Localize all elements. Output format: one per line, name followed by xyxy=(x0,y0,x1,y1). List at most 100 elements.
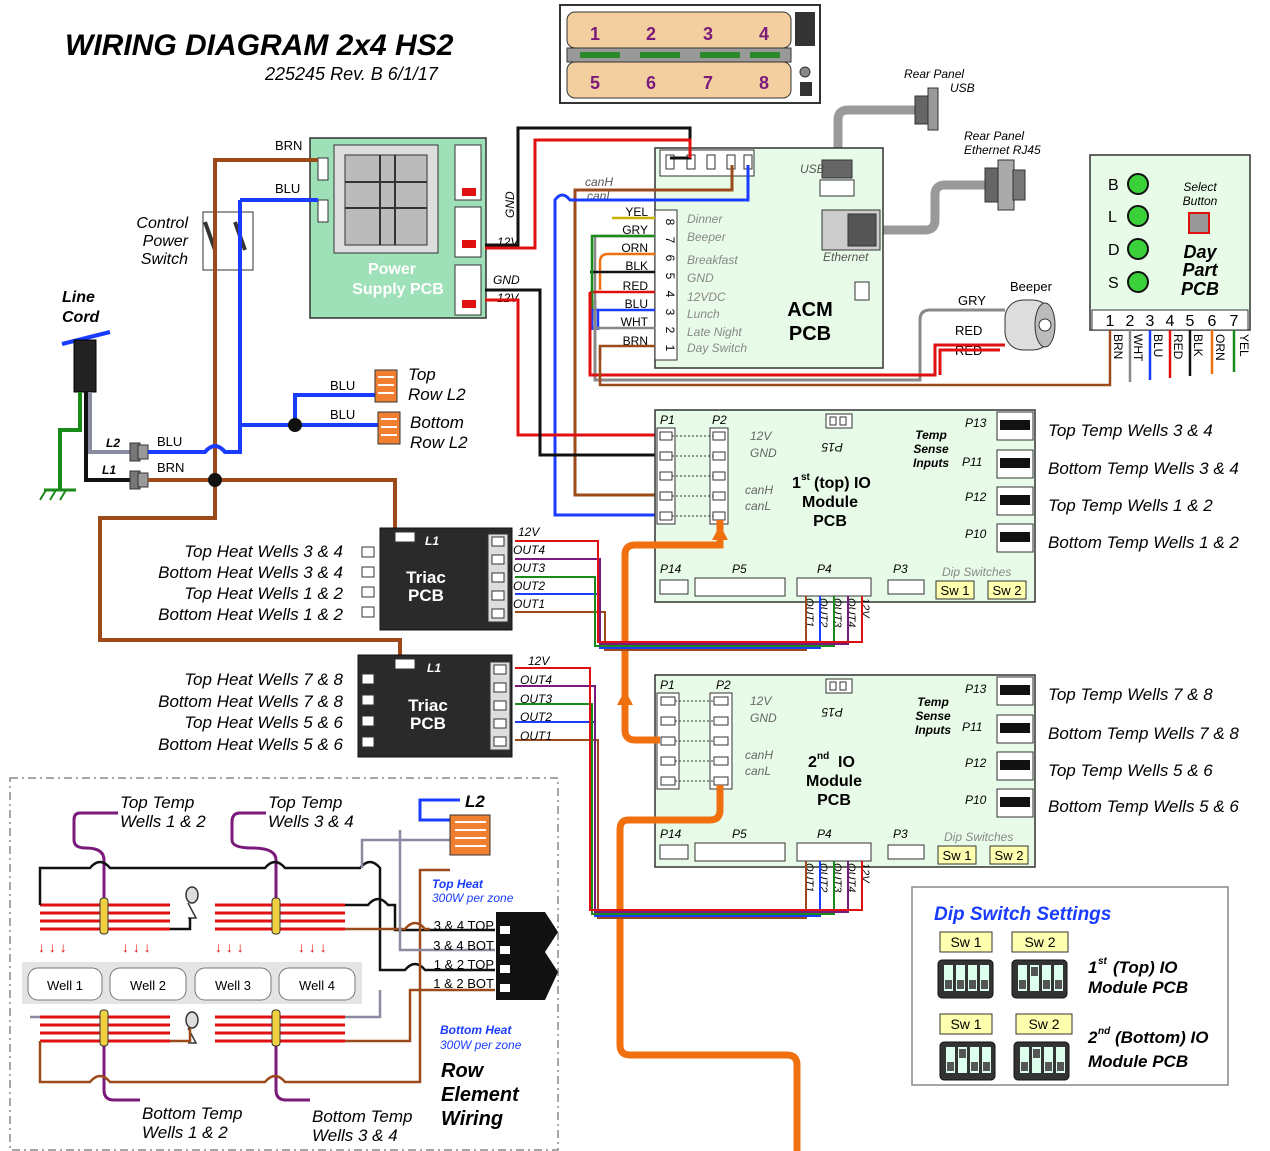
row-bottom-temp-34-2: Wells 3 & 4 xyxy=(312,1126,398,1145)
io2-p14: P14 xyxy=(660,827,682,841)
rear-usb-label-1: Rear Panel xyxy=(904,67,964,81)
acm-func-gnd: GND xyxy=(687,271,714,285)
control-switch-label-3: Switch xyxy=(141,251,188,268)
triac2-out-12v: 12V xyxy=(528,654,550,668)
io2-dip-sw2 xyxy=(989,845,1029,865)
io2-p10: P10 xyxy=(965,793,987,807)
triac1-out-12v: 12V xyxy=(518,525,540,539)
io2-canl: canL xyxy=(745,764,771,778)
acm-title-1: ACM xyxy=(787,299,833,321)
line-cord-plug xyxy=(73,339,97,393)
io2-sw2-label: Sw 2 xyxy=(995,848,1024,863)
keypad-num-7: 7 xyxy=(703,73,713,93)
io2-title-num: 2 xyxy=(808,754,817,771)
led-d-icon xyxy=(1127,238,1149,260)
rear-usb-connector xyxy=(914,95,930,125)
well-1-label: Well 1 xyxy=(47,978,83,993)
well-3 xyxy=(194,967,272,1001)
io1-canl: canL xyxy=(745,499,771,513)
io2-p4: P4 xyxy=(817,827,832,841)
day-part-title-1: Day xyxy=(1183,242,1217,262)
triac1-out4: OUT4 xyxy=(513,543,545,557)
day-part-title-3: PCB xyxy=(1181,279,1219,299)
io1-temp-wells-label-3: Top Temp Wells 1 & 2 xyxy=(1048,496,1213,515)
acm-pin-5: 5 xyxy=(663,273,677,280)
triac1-out1: OUT1 xyxy=(513,597,545,611)
day-part-wire-blu: BLU xyxy=(1151,334,1165,357)
io2-p2: P2 xyxy=(716,678,731,692)
io1-title-sup: st xyxy=(801,472,811,483)
triac2-label-1: Top Heat Wells 7 & 8 xyxy=(184,670,343,689)
rear-eth-label-2: Ethernet RJ45 xyxy=(964,143,1041,157)
keypad-num-3: 3 xyxy=(703,24,713,44)
dip-second-label-1: (Bottom) IO xyxy=(1115,1028,1208,1047)
row-top-temp-12-1: Top Temp xyxy=(120,793,194,812)
line-cord-brn: BRN xyxy=(157,460,184,475)
bottom-row-l2-label-2: Row L2 xyxy=(410,433,468,452)
io2-temp-wells-label-1: Top Temp Wells 7 & 8 xyxy=(1048,685,1213,704)
triac2-label-3: Top Heat Wells 5 & 6 xyxy=(184,713,343,732)
acm-pin-1: 1 xyxy=(663,345,677,352)
keypad-num-2: 2 xyxy=(646,24,656,44)
io2-temp-wells-label-3: Top Temp Wells 5 & 6 xyxy=(1048,761,1213,780)
row-top-temp-34-2: Wells 3 & 4 xyxy=(268,812,354,831)
row-bottom-temp-12-1: Bottom Temp xyxy=(142,1104,242,1123)
row-l2-blu-1: BLU xyxy=(330,378,355,393)
acm-usb-port xyxy=(821,159,853,179)
triac2-title-2: PCB xyxy=(410,714,446,733)
day-part-wire-brn: BRN xyxy=(1111,334,1125,359)
io1-title-1: (top) IO xyxy=(814,475,871,492)
io2-out4: OUT4 xyxy=(845,863,857,892)
well-4 xyxy=(278,967,356,1001)
io1-p12: P12 xyxy=(965,490,987,504)
day-part-wire-yel: YEL xyxy=(1237,334,1251,357)
row-conn-label-2: 3 & 4 BOT xyxy=(433,938,494,953)
keypad-num-8: 8 xyxy=(759,73,769,93)
acm-pin-4: 4 xyxy=(663,291,677,298)
day-part-pin-4: 4 xyxy=(1166,313,1175,330)
top-row-l2-label-1: Top xyxy=(408,365,436,384)
acm-func-breakfast: Breakfast xyxy=(687,253,738,267)
day-part-pin-3: 3 xyxy=(1146,313,1155,330)
row-bottom-temp-12-2: Wells 1 & 2 xyxy=(142,1123,228,1142)
psu-blu-label: BLU xyxy=(275,181,300,196)
line-cord-blu: BLU xyxy=(157,434,182,449)
beeper-title: Beeper xyxy=(1010,279,1053,294)
triac2-label-2: Bottom Heat Wells 7 & 8 xyxy=(158,692,343,711)
row-top-temp-34-1: Top Temp xyxy=(268,793,342,812)
io2-out3: OUT3 xyxy=(831,863,843,893)
wire-l1-brown xyxy=(148,158,318,482)
row-wiring-title-1: Row xyxy=(441,1060,485,1082)
day-part-pin-7: 7 xyxy=(1230,313,1239,330)
io1-title-num: 1 xyxy=(792,475,801,492)
line-cord-l2: L2 xyxy=(106,436,120,450)
triac1-out3: OUT3 xyxy=(513,561,545,575)
io1-p10: P10 xyxy=(965,527,987,541)
day-part-led-s-label: S xyxy=(1108,275,1119,292)
acm-wire-red: RED xyxy=(623,279,649,293)
io2-dip-switches: Dip Switches xyxy=(944,830,1013,844)
svg-text:↓ ↓ ↓: ↓ ↓ ↓ xyxy=(215,939,244,955)
triac1-title-1: Triac xyxy=(406,568,446,587)
io1-p15: P15 xyxy=(821,440,843,454)
io2-out1: OUT1 xyxy=(803,863,815,892)
acm-func-dinner: Dinner xyxy=(687,212,723,226)
well-2 xyxy=(109,967,187,1001)
io2-title-2: Module xyxy=(806,773,862,790)
keypad-num-6: 6 xyxy=(646,73,656,93)
triac1-label-1: Top Heat Wells 3 & 4 xyxy=(184,542,343,561)
psu-title-1: Power xyxy=(368,261,416,278)
io2-temp-wells-label-2: Bottom Temp Wells 7 & 8 xyxy=(1048,724,1239,743)
triac2-title-1: Triac xyxy=(408,696,448,715)
io1-title-2: Module xyxy=(802,494,858,511)
day-part-led-d-label: D xyxy=(1108,242,1120,259)
triac1-label-3: Top Heat Wells 1 & 2 xyxy=(184,584,343,603)
dip-settings-title: Dip Switch Settings xyxy=(934,904,1111,925)
day-part-pcb xyxy=(1089,154,1251,331)
line-cord-l1: L1 xyxy=(102,463,116,477)
io2-p11: P11 xyxy=(962,720,982,734)
acm-pin-3: 3 xyxy=(663,309,677,316)
select-button[interactable] xyxy=(1188,212,1210,234)
day-part-title-2: Part xyxy=(1182,260,1218,280)
